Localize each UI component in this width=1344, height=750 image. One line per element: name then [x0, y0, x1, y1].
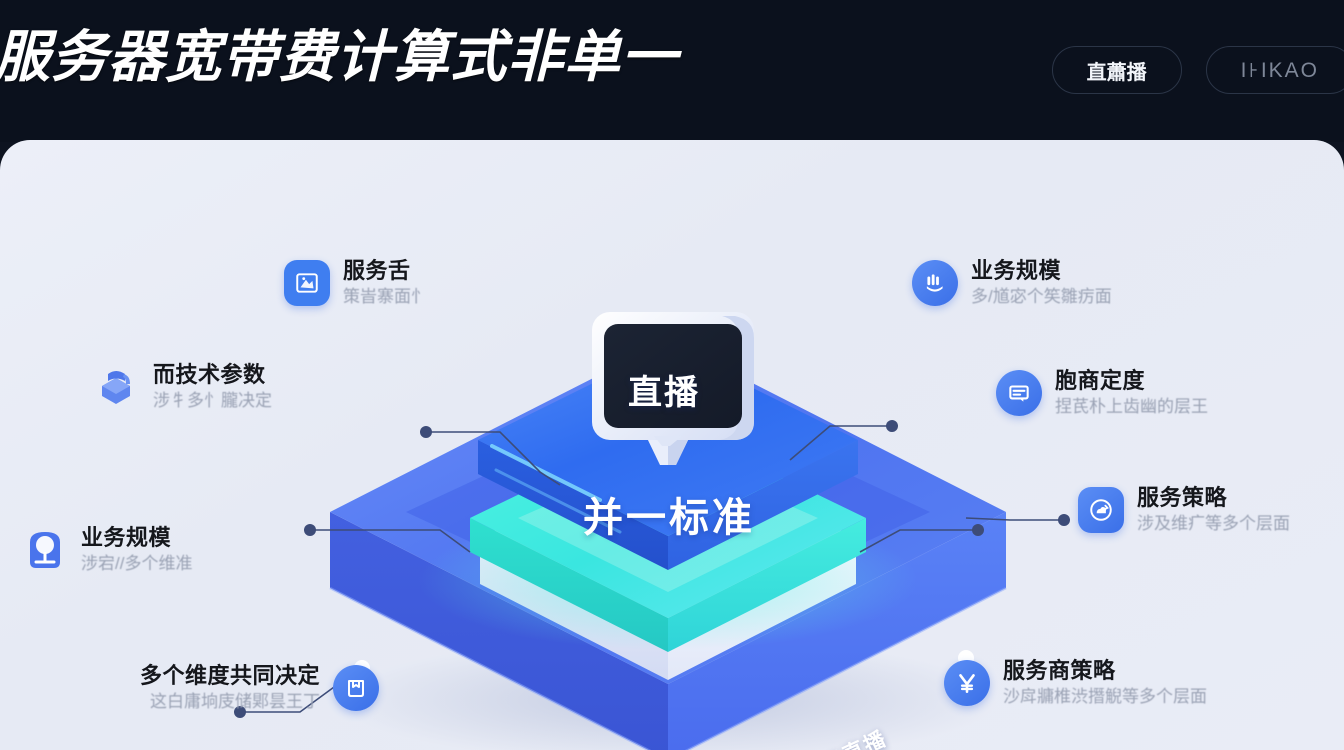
callout-subtitle: 这白庸垧庋储郹昙王丁 [150, 692, 321, 712]
live-sign [592, 312, 754, 465]
content-card: 直播 并一标准 直播 对于直播 服务舌 策峕寨面忄 [0, 140, 1344, 750]
callout-business-scale-right[interactable]: 业务规模 多/馗宓个笶雛疠面 [912, 258, 1112, 308]
header-pill-secondary[interactable]: I꜔IKAO [1205, 46, 1344, 94]
page-header: 服务器宽带费计算式非单一 直蕭播 I꜔IKAO [0, 0, 1344, 142]
callout-subtitle: 涉及维疒等多个层面 [1137, 514, 1290, 534]
callout-service-strategy[interactable]: 服务策略 涉及维疒等多个层面 [1078, 485, 1290, 535]
badge-award-icon [22, 527, 68, 573]
callout-title: 服务商策略 [1003, 658, 1116, 683]
callout-provider-strategy[interactable]: 服务商策略 沙戽牅椎渋撍觬等多个层面 [944, 658, 1207, 708]
callout-title: 胞商定度 [1055, 368, 1146, 393]
yuan-currency-icon [944, 659, 990, 706]
header-pill-primary[interactable]: 直蕭播 [1051, 46, 1182, 94]
connector-lines-right [789, 425, 1064, 553]
header-pill-group: 直蕭播 I꜔IKAO [1051, 46, 1344, 94]
callout-title: 服务策略 [1137, 485, 1228, 510]
callout-title: 业务规模 [81, 525, 172, 550]
callout-provider-degree[interactable]: 胞商定度 捏芪朴上齿幽的层王 [996, 368, 1208, 418]
connector-dots-right [886, 420, 1070, 536]
callout-subtitle: 策峕寨面忄 [343, 287, 428, 307]
callout-title: 业务规模 [971, 258, 1062, 283]
cloud-refresh-icon [1078, 486, 1124, 533]
inbox-download-icon [333, 664, 380, 711]
image-chart-icon [284, 259, 330, 306]
callout-subtitle: 涉牜多忄朧决定 [153, 391, 272, 411]
isometric-diagram [234, 312, 1070, 750]
hand-bars-icon [912, 259, 958, 306]
callout-subtitle: 沙戽牅椎渋撍觬等多个层面 [1003, 687, 1207, 707]
callout-title: 而技术参数 [153, 362, 266, 387]
cube-stack-icon [94, 364, 140, 410]
callout-business-scale-left[interactable]: 业务规模 涉宕//多个维准 [22, 525, 192, 575]
callout-subtitle: 涉宕//多个维准 [81, 554, 193, 574]
callout-title: 服务舌 [343, 258, 411, 283]
callout-subtitle: 捏芪朴上齿幽的层王 [1055, 397, 1208, 417]
callout-subtitle: 多/馗宓个笶雛疠面 [971, 287, 1112, 307]
page-title: 服务器宽带费计算式非单一 [0, 25, 678, 88]
callout-tech-params[interactable]: 而技术参数 涉牜多忄朧决定 [94, 362, 272, 412]
card-list-icon [996, 369, 1042, 416]
connector-dots-left [234, 426, 432, 718]
callout-multi-dimension[interactable]: 多个维度共同决定 这白庸垧庋储郹昙王丁 [140, 663, 380, 713]
callout-service-tongue[interactable]: 服务舌 策峕寨面忄 [284, 258, 428, 308]
callout-title: 多个维度共同决定 [140, 663, 321, 688]
